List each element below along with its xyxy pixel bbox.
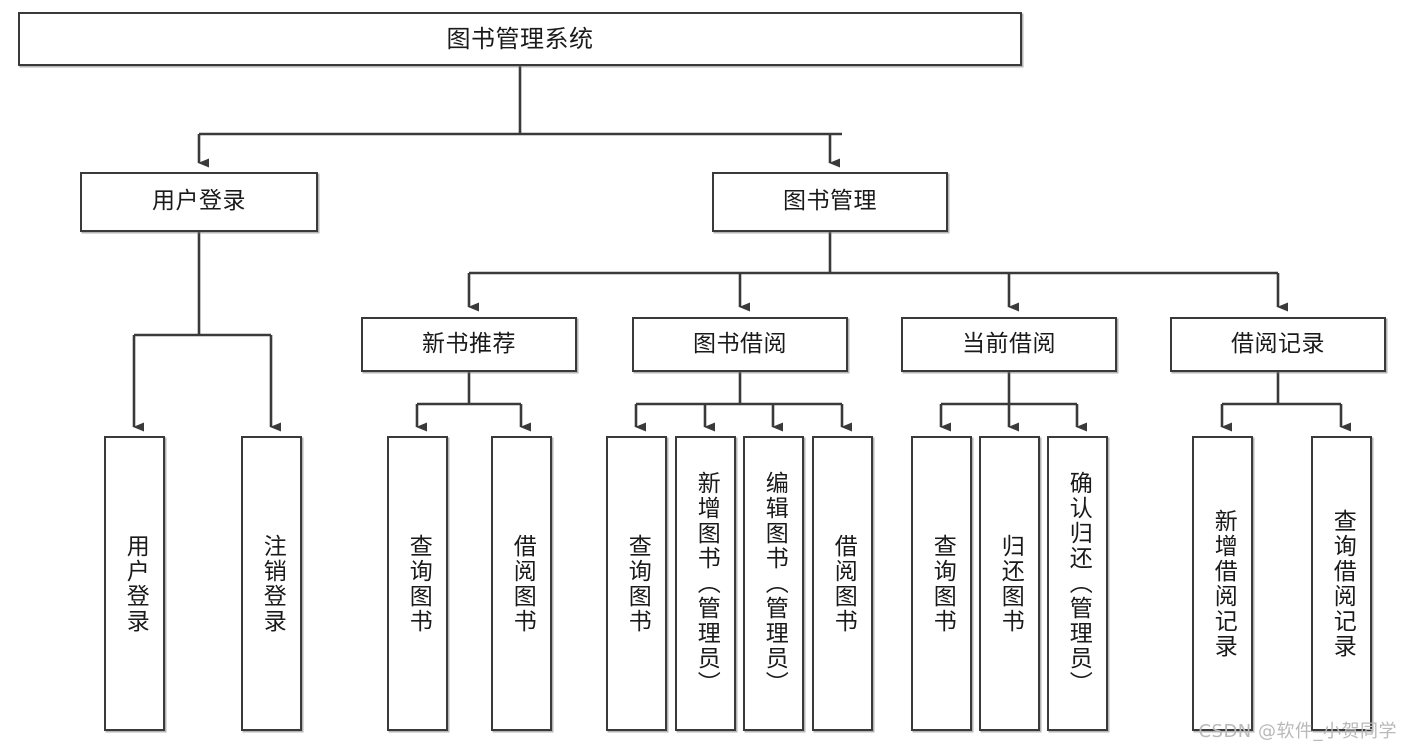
node-label: 新书推荐 [422,330,516,357]
leaf-confirm-return-admin[interactable]: 确认归还（管理员） [1047,436,1108,731]
node-label: 归还图书 [997,533,1024,634]
leaf-query-book-borrow[interactable]: 查询图书 [606,436,667,731]
node-label: 图书管理系统 [446,24,594,53]
leaf-query-book-current[interactable]: 查询图书 [911,436,972,731]
leaf-user-logout[interactable]: 注销登录 [241,436,302,731]
node-label: 查询图书 [624,533,651,634]
node-label: 图书借阅 [693,330,787,357]
node-book-manage[interactable]: 图书管理 [712,172,948,232]
node-label: 借阅记录 [1231,330,1325,357]
node-current-borrow[interactable]: 当前借阅 [901,317,1117,372]
node-label: 注销登录 [259,533,286,634]
node-label: 图书管理 [783,188,877,215]
leaf-borrow-book[interactable]: 借阅图书 [812,436,873,731]
node-label: 查询图书 [405,533,432,634]
node-label: 编辑图书（管理员） [761,471,788,696]
node-label: 用户登录 [122,533,149,634]
node-new-book-recommend[interactable]: 新书推荐 [361,317,577,372]
node-label: 确认归还（管理员） [1065,471,1092,696]
node-label: 借阅图书 [830,533,857,634]
leaf-return-book[interactable]: 归还图书 [979,436,1040,731]
node-label: 当前借阅 [962,330,1056,357]
leaf-borrow-book-new-rec[interactable]: 借阅图书 [491,436,552,731]
node-book-borrow[interactable]: 图书借阅 [632,317,848,372]
node-user-login[interactable]: 用户登录 [80,172,318,232]
node-label: 用户登录 [152,188,246,215]
leaf-user-login[interactable]: 用户登录 [104,436,165,731]
node-label: 借阅图书 [509,533,536,634]
leaf-query-borrow-record[interactable]: 查询借阅记录 [1311,436,1372,731]
node-label: 新增借阅记录 [1210,508,1237,659]
watermark-text: CSDN @软件_小贺同学 [1198,721,1397,742]
node-label: 查询借阅记录 [1329,508,1356,659]
node-root-book-management-system[interactable]: 图书管理系统 [18,12,1022,66]
leaf-query-book-new-rec[interactable]: 查询图书 [387,436,448,731]
node-label: 查询图书 [929,533,956,634]
node-borrow-record[interactable]: 借阅记录 [1170,317,1386,372]
node-label: 新增图书（管理员） [693,471,720,696]
leaf-add-borrow-record[interactable]: 新增借阅记录 [1192,436,1253,731]
leaf-add-book-admin[interactable]: 新增图书（管理员） [675,436,736,731]
leaf-edit-book-admin[interactable]: 编辑图书（管理员） [743,436,804,731]
